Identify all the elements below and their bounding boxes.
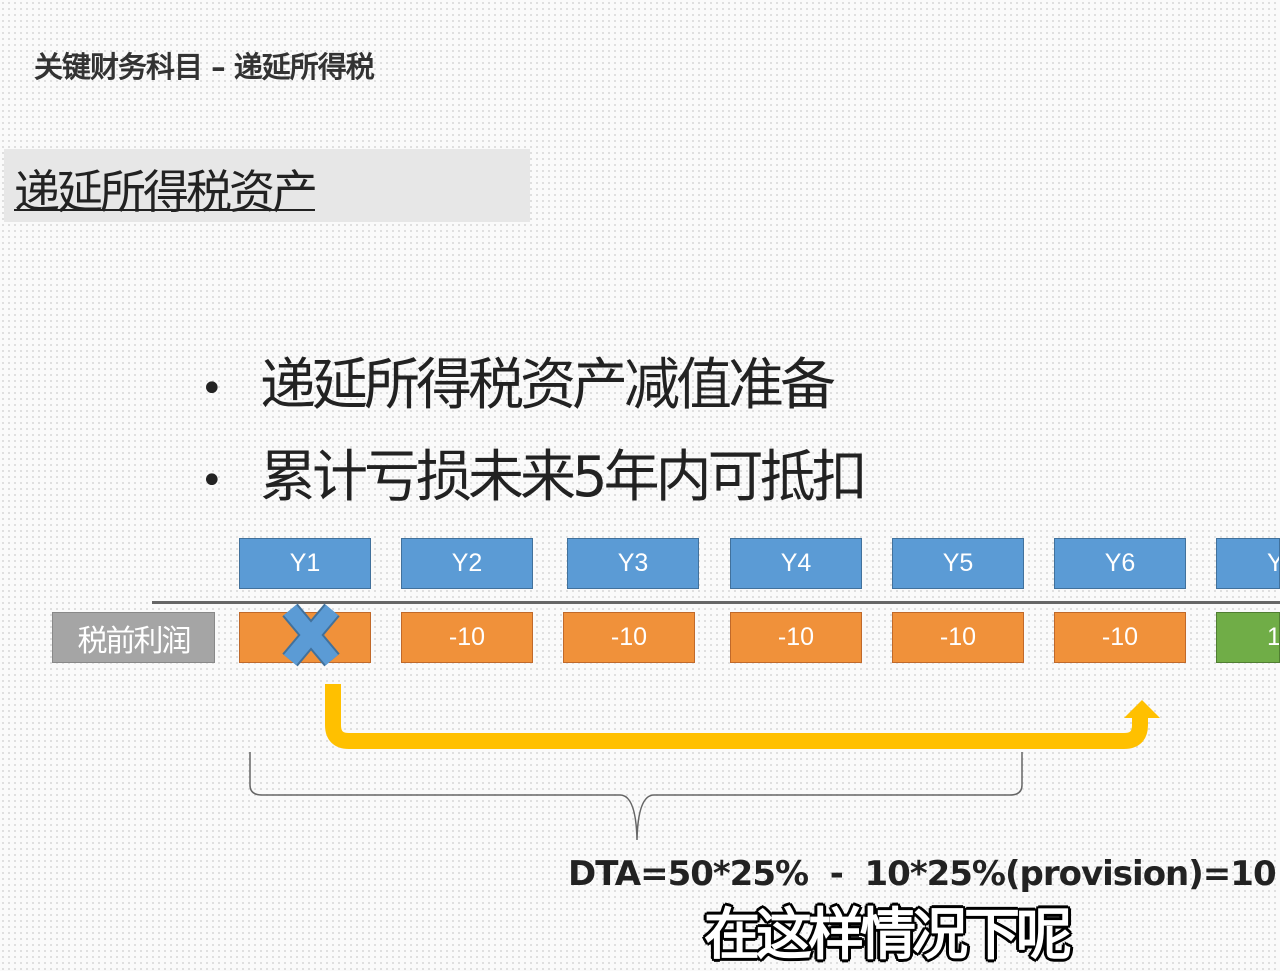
section-title-background — [4, 149, 530, 222]
timeline-divider — [152, 601, 1280, 604]
dta-formula: DTA=50*25% - 10*25%(provision)=10 — [568, 854, 1277, 894]
year-box-y4: Y4 — [730, 538, 862, 589]
row-label-pretax-profit: 税前利润 — [52, 612, 215, 663]
slide-header: 关键财务科目 – 递延所得税 — [34, 50, 375, 84]
arrow-head-icon — [1124, 700, 1160, 718]
carry-forward-arrow-icon — [325, 684, 1148, 749]
brace-icon — [249, 752, 1023, 841]
bullet-dot-icon: • — [200, 365, 224, 412]
cross-icon — [282, 603, 340, 667]
year-box-y6: Y6 — [1054, 538, 1186, 589]
bullet-item: • 递延所得税资产减值准备 — [200, 340, 836, 421]
value-box-y5: -10 — [892, 612, 1024, 663]
section-title: 递延所得税资产 — [14, 165, 318, 219]
value-box-y7: 1 — [1216, 612, 1280, 663]
year-box-y7: Y — [1216, 538, 1280, 589]
year-box-y1: Y1 — [239, 538, 371, 589]
bullet-text: 递延所得税资产减值准备 — [260, 353, 836, 418]
value-box-y3: -10 — [563, 612, 695, 663]
year-box-y3: Y3 — [567, 538, 699, 589]
year-box-y5: Y5 — [892, 538, 1024, 589]
value-box-y6: -10 — [1054, 612, 1186, 663]
bullet-text: 累计亏损未来5年内可抵扣 — [260, 445, 868, 510]
video-subtitle: 在这样情况下呢 — [704, 903, 1072, 968]
bullet-item: • 累计亏损未来5年内可抵扣 — [200, 432, 868, 513]
value-box-y2: -10 — [401, 612, 533, 663]
year-box-y2: Y2 — [401, 538, 533, 589]
value-box-y4: -10 — [730, 612, 862, 663]
bullet-dot-icon: • — [200, 457, 224, 504]
